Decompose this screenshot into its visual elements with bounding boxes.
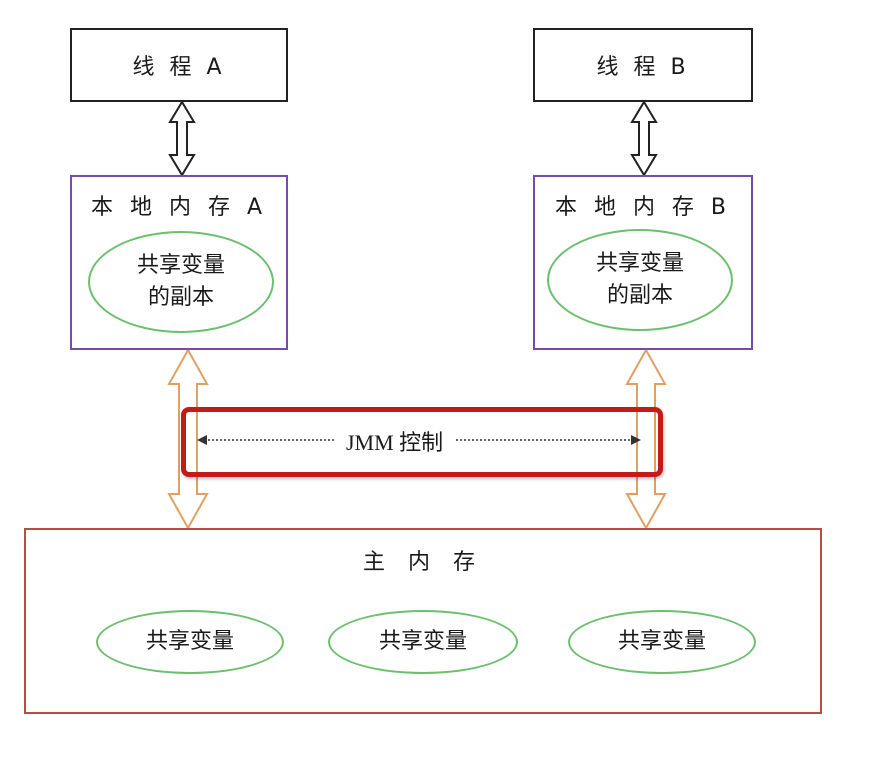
local-memory-b-title: 本 地 内 存 B [554,195,732,220]
jmm-right-arrowhead [631,435,641,445]
main-shared-variable-1: 共享变量 [96,610,284,674]
thread-a-local-a-arrow [168,100,196,177]
local-memory-a: 本 地 内 存 A 共享变量 的副本 [70,175,288,350]
jmm-left-arrowhead [197,435,207,445]
local-b-variable-copy: 共享变量 的副本 [547,229,733,331]
thread-b-local-b-arrow [630,100,658,177]
thread-b-label: 线 程 B [596,55,690,80]
local-b-copy-line2: 的副本 [606,283,673,308]
local-memory-b: 本 地 内 存 B 共享变量 的副本 [533,175,753,350]
local-memory-a-title: 本 地 内 存 A [90,195,268,220]
thread-a-label: 线 程 A [132,55,226,80]
main-memory-title: 主 内 存 [363,550,483,575]
jmm-control-frame [181,407,663,477]
local-a-variable-copy: 共享变量 的副本 [88,231,274,333]
thread-b-box: 线 程 B [533,28,753,102]
main-shared-variable-2: 共享变量 [328,610,518,674]
thread-a-box: 线 程 A [70,28,288,102]
main-shared-variable-1-label: 共享变量 [145,629,234,654]
main-memory: 主 内 存 共享变量 共享变量 共享变量 [24,528,822,714]
local-b-copy-line1: 共享变量 [595,251,684,276]
main-shared-variable-2-label: 共享变量 [378,629,467,654]
local-a-copy-line1: 共享变量 [136,253,225,278]
local-a-copy-line2: 的副本 [147,285,214,310]
jmm-control-label: JMM 控制 [334,425,456,457]
main-shared-variable-3: 共享变量 [568,610,756,674]
main-shared-variable-3-label: 共享变量 [617,629,706,654]
